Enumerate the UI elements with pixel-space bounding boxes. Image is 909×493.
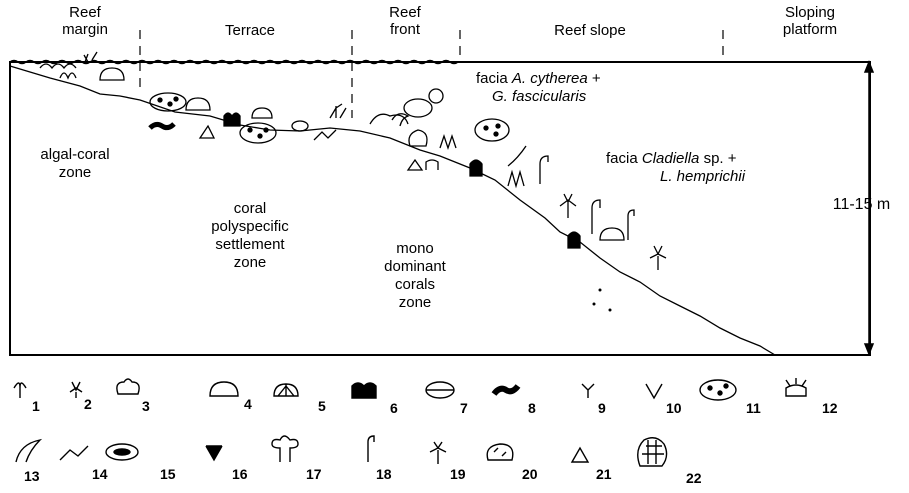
coral-poly-line1: coral <box>190 200 310 218</box>
legend-number-18: 18 <box>376 466 392 482</box>
facies-b-species-2: L. hemprichii <box>660 168 745 185</box>
mono-line4: zone <box>355 294 475 312</box>
sloping-platform-line2: platform <box>760 21 860 38</box>
legend-number-15: 15 <box>160 466 176 482</box>
algal-coral-line1: algal-coral <box>20 146 130 164</box>
mono-line2: dominant <box>355 258 475 276</box>
reef-front-line1: Reef <box>365 4 445 21</box>
reef-margin-line2: margin <box>45 21 125 38</box>
facies-a-species-1: A. cytherea <box>512 70 588 87</box>
header-terrace: Terrace <box>200 22 300 39</box>
sloping-platform-line1: Sloping <box>760 4 860 21</box>
legend-number-6: 6 <box>390 400 398 416</box>
legend-symbols <box>14 378 806 466</box>
legend-number-21: 21 <box>596 466 612 482</box>
facies-b-prefix: facia <box>606 150 642 167</box>
legend-number-22: 22 <box>686 470 702 486</box>
facies-a-prefix: facia <box>476 70 512 87</box>
coral-poly-line3: settlement <box>190 236 310 254</box>
legend-number-10: 10 <box>666 400 682 416</box>
facies-b-sp: sp. + <box>699 150 736 167</box>
legend-number-9: 9 <box>598 400 606 416</box>
legend-number-1: 1 <box>32 398 40 414</box>
header-reef-front: Reef front <box>365 4 445 38</box>
depth-label: 11-15 m <box>814 196 909 213</box>
legend-number-13: 13 <box>24 468 40 484</box>
reef-margin-line1: Reef <box>45 4 125 21</box>
algal-coral-line2: zone <box>20 164 130 182</box>
facies-b-species-1: Cladiella <box>642 150 700 167</box>
mono-line3: corals <box>355 276 475 294</box>
zone-coral-polyspecific: coral polyspecific settlement zone <box>190 200 310 272</box>
reef-front-line2: front <box>365 21 445 38</box>
legend-number-7: 7 <box>460 400 468 416</box>
legend-number-8: 8 <box>528 400 536 416</box>
facies-a-cytherea: facia A. cytherea + G. fascicularis <box>476 70 601 106</box>
coral-poly-line2: polyspecific <box>190 218 310 236</box>
legend-number-19: 19 <box>450 466 466 482</box>
coral-poly-line4: zone <box>190 254 310 272</box>
header-sloping-platform: Sloping platform <box>760 4 860 38</box>
mono-line1: mono <box>355 240 475 258</box>
legend-number-2: 2 <box>84 396 92 412</box>
legend-number-14: 14 <box>92 466 108 482</box>
facies-a-species-2: G. fascicularis <box>492 88 586 105</box>
legend-number-4: 4 <box>244 396 252 412</box>
legend-number-17: 17 <box>306 466 322 482</box>
header-reef-margin: Reef margin <box>45 4 125 38</box>
sediment-dots <box>593 289 612 312</box>
legend-number-12: 12 <box>822 400 838 416</box>
zone-mono-dominant: mono dominant corals zone <box>355 240 475 312</box>
legend-number-5: 5 <box>318 398 326 414</box>
header-reef-slope: Reef slope <box>530 22 650 39</box>
zone-algal-coral: algal-coral zone <box>20 146 130 182</box>
legend-number-3: 3 <box>142 398 150 414</box>
legend-number-16: 16 <box>232 466 248 482</box>
facies-a-plus: + <box>588 70 601 87</box>
legend-number-20: 20 <box>522 466 538 482</box>
legend-number-11: 11 <box>746 400 761 416</box>
facies-cladiella: facia Cladiella sp. + L. hemprichii <box>606 150 745 186</box>
